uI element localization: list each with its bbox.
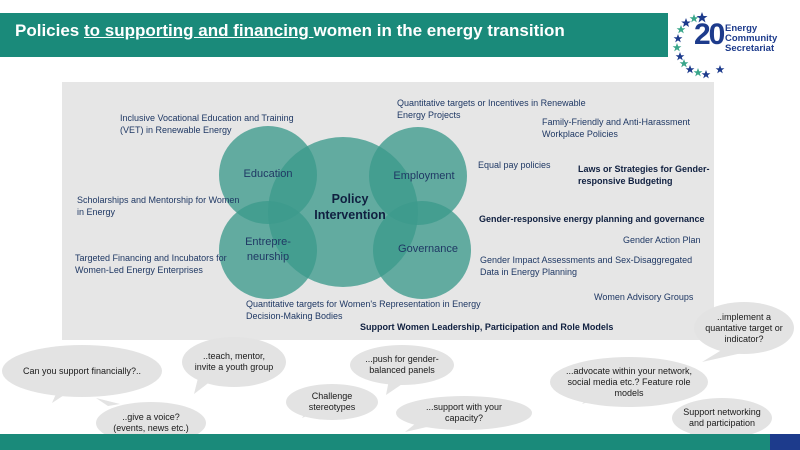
- bubble-challenge-stereotypes: Challenge stereotypes: [286, 384, 378, 420]
- circle-policy-intervention: [268, 137, 418, 287]
- bubble-push-panels: ...push for gender-balanced panels: [350, 345, 454, 385]
- bubble-implement-target: ..implement a quantative target or indic…: [694, 302, 794, 354]
- label-gender-action-plan: Gender Action Plan: [623, 235, 701, 245]
- footer-bar: [0, 434, 770, 450]
- star-ring-icon: [672, 12, 725, 79]
- title-part-1: Policies: [15, 21, 84, 40]
- label-impact-2: Data in Energy Planning: [480, 267, 578, 277]
- label-scholar-1: Scholarships and Mentorship for Women: [77, 195, 240, 205]
- label-equal-pay: Equal pay policies: [478, 160, 551, 170]
- label-financing-1: Targeted Financing and Incubators for: [75, 253, 227, 263]
- label-advisory-groups: Women Advisory Groups: [594, 292, 694, 302]
- logo-line-3: Secretariat: [725, 43, 775, 54]
- label-leadership: Support Women Leadership, Participation …: [360, 322, 614, 332]
- bubble-advocate: ...advocate within your network, social …: [550, 357, 708, 407]
- header-bar: Policies to supporting and financing wom…: [0, 13, 668, 57]
- logo-line-1: Energy: [725, 23, 758, 34]
- bubble-support-financially: Can you support financially?..: [2, 345, 162, 397]
- label-quant-2: Energy Projects: [397, 110, 461, 120]
- label-vet-2: (VET) in Renewable Energy: [120, 125, 232, 135]
- label-vet-1: Inclusive Vocational Education and Train…: [120, 113, 294, 123]
- circle-label-entrepreneurship-2: neurship: [246, 251, 290, 263]
- label-family-2: Workplace Policies: [542, 129, 618, 139]
- footer-accent: [770, 434, 800, 450]
- circle-label-employment: Employment: [393, 170, 455, 182]
- center-label-policy: Policy: [331, 192, 369, 206]
- center-label-intervention: Intervention: [314, 208, 386, 222]
- label-scholar-2: in Energy: [77, 207, 116, 217]
- title-part-2: women in the energy transition: [313, 21, 565, 40]
- label-quant-1: Quantitative targets or Incentives in Re…: [397, 98, 586, 108]
- bubble-teach-mentor: ..teach, mentor, invite a youth group: [182, 337, 286, 387]
- label-laws-1: Laws or Strategies for Gender-: [578, 164, 710, 174]
- label-laws-2: responsive Budgeting: [578, 176, 673, 186]
- bubble-support-networking: Support networking and participation: [672, 398, 772, 438]
- circle-label-entrepreneurship-1: Entrepre-: [245, 236, 291, 248]
- circle-label-education: Education: [243, 168, 293, 180]
- title-part-underlined: to supporting and financing: [83, 21, 314, 40]
- label-representation-1: Quantitative targets for Women's Represe…: [246, 299, 481, 309]
- circle-label-governance: Governance: [398, 243, 458, 255]
- logo-line-2: Community: [725, 33, 778, 44]
- label-family-1: Family-Friendly and Anti-Harassment: [542, 117, 691, 127]
- logo-number: 20: [694, 18, 725, 51]
- energy-community-logo: 20 Energy Community Secretariat: [672, 10, 800, 80]
- page-title: Policies to supporting and financing wom…: [15, 21, 565, 41]
- label-impact-1: Gender Impact Assessments and Sex-Disagg…: [480, 255, 693, 265]
- label-representation-2: Decision-Making Bodies: [246, 311, 343, 321]
- label-financing-2: Women-Led Energy Enterprises: [75, 265, 203, 275]
- bubble-support-capacity: ...support with your capacity?: [396, 396, 532, 430]
- label-gender-planning: Gender-responsive energy planning and go…: [479, 214, 705, 224]
